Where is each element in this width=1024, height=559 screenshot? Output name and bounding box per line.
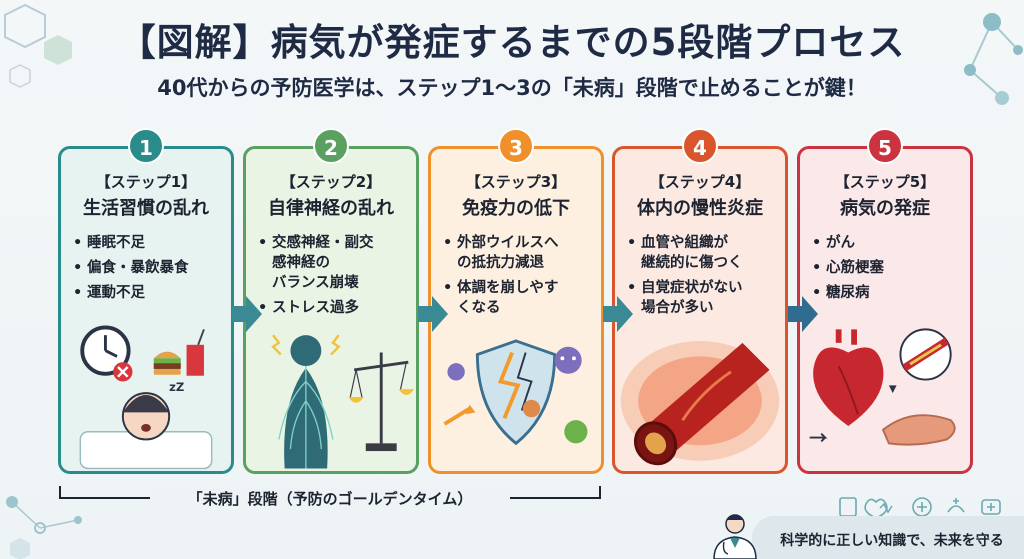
step-bullet: 糖尿病 xyxy=(812,283,964,303)
step-bullet-line: ストレス過多 xyxy=(272,300,359,316)
arrow-icon xyxy=(232,296,262,332)
molecule-decoration-top-left xyxy=(4,3,72,88)
step-bullet-line: 継続的に傷つく xyxy=(641,255,743,271)
lifestyle-illustration: zZ xyxy=(79,325,213,470)
step-bullet-line: の抵抗力減退 xyxy=(457,255,544,271)
step-bullet-list: 睡眠不足偏食・暴飲暴食運動不足 xyxy=(73,233,225,308)
doctor-icon xyxy=(713,514,757,559)
footer-bar xyxy=(752,516,1024,559)
step-bullet-line: バランス崩壊 xyxy=(272,275,359,291)
inflamed-blood-vessel-illustration xyxy=(620,340,780,466)
step-card-1: 【ステップ1】生活習慣の乱れ睡眠不足偏食・暴飲暴食運動不足 zZ xyxy=(58,146,234,474)
step-bullet-line: がん xyxy=(826,235,855,251)
arrow-icon xyxy=(603,296,633,332)
step-card-4: 【ステップ4】体内の慢性炎症血管や組織が継続的に傷つく自覚症状がない場合が多い xyxy=(612,146,788,474)
step-card-3: 【ステップ3】免疫力の低下外部ウイルスへの抵抗力減退体調を崩しやすくなる xyxy=(428,146,604,474)
step-card-2: 【ステップ2】自律神経の乱れ交感神経・副交感神経のバランス崩壊ストレス過多 xyxy=(243,146,419,474)
step-bullet: 運動不足 xyxy=(73,283,225,303)
step-bullet-line: 糖尿病 xyxy=(826,285,870,301)
step-bullet: 心筋梗塞 xyxy=(812,258,964,278)
step-title: 自律神経の乱れ xyxy=(268,198,394,219)
disease-organs-illustration xyxy=(809,328,956,446)
step-number-badge: 3 xyxy=(498,128,534,164)
step-bullet: ストレス過多 xyxy=(258,298,410,318)
step-bullet: がん xyxy=(812,233,964,253)
arrow-icon xyxy=(418,296,448,332)
step-bullet: 睡眠不足 xyxy=(73,233,225,253)
molecule-decoration-top-right xyxy=(964,13,1023,105)
step-bullet: 偏食・暴飲暴食 xyxy=(73,258,225,278)
step-number-badge: 1 xyxy=(128,128,164,164)
step-bullet-line: 運動不足 xyxy=(87,285,145,301)
page-title: 【図解】病気が発症するまでの5段階プロセス xyxy=(118,21,906,64)
step-bullet-line: 血管や組織が xyxy=(641,235,728,251)
step-bullet-line: 交感神経・副交 xyxy=(272,235,374,251)
shield-virus-illustration xyxy=(443,339,588,446)
step-title: 免疫力の低下 xyxy=(462,198,570,219)
mibyo-stage-label: 「未病」段階（予防のゴールデンタイム） xyxy=(150,488,510,509)
step-bullet-line: 場合が多い xyxy=(641,300,714,316)
step-bullet-line: 心筋梗塞 xyxy=(826,260,884,276)
step-label: 【ステップ4】 xyxy=(649,173,751,191)
step-bullet-list: がん心筋梗塞糖尿病 xyxy=(812,233,964,308)
nervous-system-illustration xyxy=(271,334,415,469)
step-bullet-line: 感神経の xyxy=(272,255,330,271)
step-title: 体内の慢性炎症 xyxy=(637,198,763,219)
step-bullet-line: くなる xyxy=(457,300,501,316)
step-bullet-line: 偏食・暴飲暴食 xyxy=(87,260,189,276)
step-bullet-line: 自覚症状がない xyxy=(641,280,743,296)
footer-tagline: 科学的に正しい知識で、未来を守る xyxy=(780,533,1004,549)
step-bullet-line: 睡眠不足 xyxy=(87,235,145,251)
step-bullet-line: 外部ウイルスへ xyxy=(457,235,559,251)
step-title: 生活習慣の乱れ xyxy=(83,198,209,219)
page-subtitle: 40代からの予防医学は、ステップ1〜3の「未病」段階で止めることが鍵！ xyxy=(157,76,867,100)
arrow-icon xyxy=(788,296,818,332)
step-bullet-line: 体調を崩しやす xyxy=(457,280,559,296)
step-label: 【ステップ2】 xyxy=(280,173,382,191)
step-title: 病気の発症 xyxy=(840,198,930,219)
molecule-decoration-bottom-left xyxy=(6,496,82,559)
step-bullet-list: 血管や組織が継続的に傷つく自覚症状がない場合が多い xyxy=(627,233,779,323)
step-bullet-list: 交感神経・副交感神経のバランス崩壊ストレス過多 xyxy=(258,233,410,323)
step-label: 【ステップ5】 xyxy=(834,173,936,191)
svg-text:zZ: zZ xyxy=(169,380,184,394)
step-label: 【ステップ3】 xyxy=(465,173,567,191)
step-number-badge: 5 xyxy=(867,128,903,164)
step-number-badge: 2 xyxy=(313,128,349,164)
step-bullet-list: 外部ウイルスへの抵抗力減退体調を崩しやすくなる xyxy=(443,233,595,323)
step-card-5: 【ステップ5】病気の発症がん心筋梗塞糖尿病 xyxy=(797,146,973,474)
step-label: 【ステップ1】 xyxy=(95,173,197,191)
step-number-badge: 4 xyxy=(682,128,718,164)
